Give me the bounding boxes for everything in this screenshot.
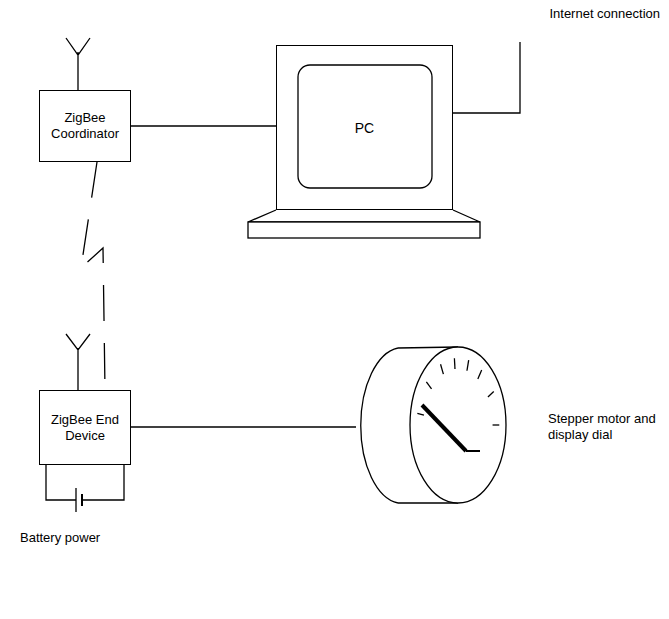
motor-wire	[131, 426, 356, 427]
internet-wire	[453, 42, 520, 113]
node-text: PC	[305, 120, 425, 136]
wired-link	[131, 126, 276, 127]
pc-monitor: PC	[276, 45, 453, 210]
battery-wire	[46, 465, 124, 500]
dial-needle	[466, 450, 480, 452]
part-label: Battery power	[20, 530, 140, 546]
battery-plate	[75, 488, 76, 512]
part-label: Stepper motor and display dial	[548, 411, 660, 443]
dial-tick	[441, 364, 444, 374]
dial-tick	[493, 424, 500, 425]
battery-plate	[81, 494, 83, 506]
antenna	[66, 38, 90, 90]
radio-link	[81, 162, 105, 390]
node-text: ZigBee Coordinator	[51, 110, 119, 142]
dial-tick	[467, 360, 469, 371]
laptop-keyboard	[248, 222, 480, 238]
dial-face	[410, 347, 506, 503]
note-label: Internet connection	[548, 6, 660, 22]
dial-tick	[478, 370, 482, 379]
node-text: ZigBee End Device	[51, 412, 119, 444]
pc-screen	[298, 65, 432, 188]
dial-tick	[417, 413, 424, 415]
antenna	[66, 334, 90, 390]
dial-tick	[454, 358, 456, 369]
zigbee-box: ZigBee Coordinator	[39, 90, 131, 162]
dial-tick	[426, 382, 431, 389]
zigbee-box: ZigBee End Device	[39, 390, 131, 465]
dial-tick	[488, 391, 494, 396]
laptop-base	[248, 210, 480, 222]
dial-needle	[422, 405, 466, 451]
